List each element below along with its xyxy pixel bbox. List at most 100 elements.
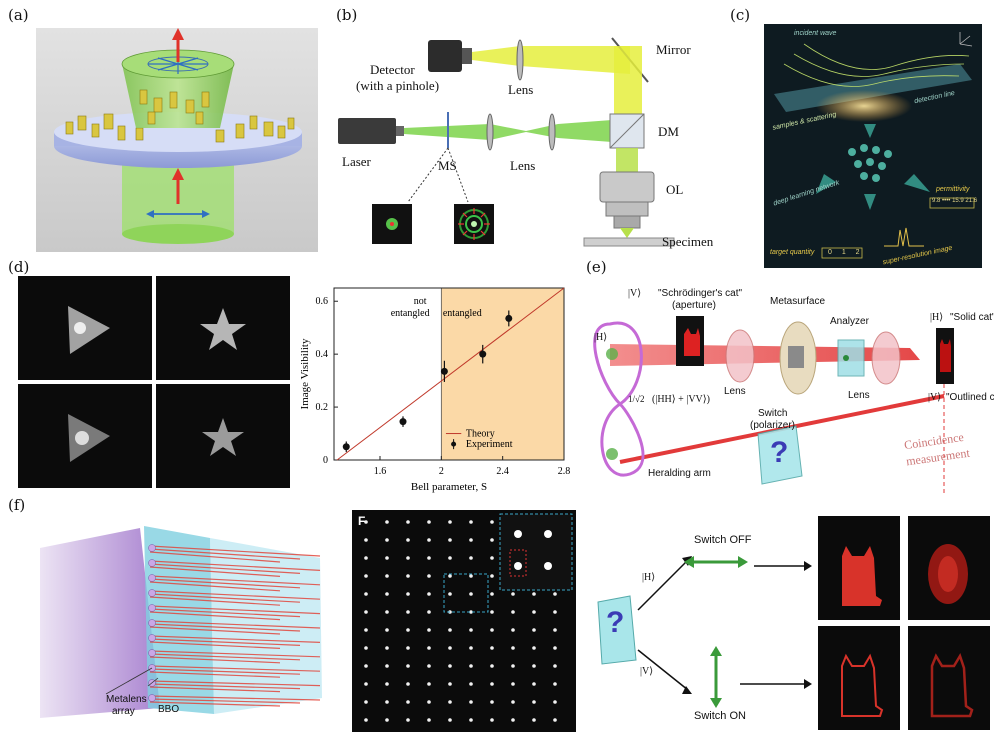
- photon-ray: [149, 575, 321, 586]
- spot: [553, 718, 557, 722]
- photon-ray: [149, 596, 281, 606]
- spot: [364, 718, 368, 722]
- panel-label-e: (e): [586, 258, 607, 276]
- spot: [553, 700, 557, 704]
- metalens-element: [148, 574, 156, 582]
- spot: [532, 592, 536, 596]
- spot: [448, 646, 452, 650]
- not-label: not: [414, 296, 427, 307]
- bbo-label: BBO: [158, 704, 180, 715]
- x-tick-label: 2.8: [558, 466, 571, 477]
- inset-spot: [514, 562, 522, 570]
- spot: [385, 628, 389, 632]
- spot: [469, 574, 473, 578]
- spot: [385, 538, 389, 542]
- spot: [364, 682, 368, 686]
- panel-e-graphic: [593, 316, 954, 496]
- metalens-element: [148, 619, 156, 627]
- metalens-element: [148, 559, 156, 567]
- spot: [385, 646, 389, 650]
- experiment-point: [342, 443, 350, 451]
- spot: [511, 592, 515, 596]
- spot: [448, 664, 452, 668]
- panel-f-letter: F: [358, 514, 366, 528]
- metalens-element: [148, 634, 156, 642]
- photon-ray: [149, 620, 321, 629]
- spot: [532, 610, 536, 614]
- panel-label-b: (b): [336, 6, 358, 24]
- spot: [469, 592, 473, 596]
- spot: [490, 556, 494, 560]
- photon-ray: [149, 701, 281, 707]
- spot: [364, 700, 368, 704]
- spot: [448, 682, 452, 686]
- spot: [448, 556, 452, 560]
- entangled-region: [441, 288, 564, 460]
- ms-label: MS: [438, 158, 457, 173]
- inset-spot: [514, 530, 522, 538]
- spot: [385, 592, 389, 596]
- lens-1-label: Lens: [724, 386, 746, 397]
- spot: [490, 520, 494, 524]
- spot: [427, 556, 431, 560]
- legend-theory-label: Theory: [466, 429, 495, 440]
- spot: [406, 646, 410, 650]
- spot: [490, 538, 494, 542]
- star-image-bottom: [156, 384, 290, 488]
- photon-ray: [149, 656, 281, 664]
- experiment-point: [440, 367, 448, 375]
- panel-label-d: (d): [8, 258, 30, 276]
- panel-a-graphic: [36, 28, 318, 252]
- triangle-image: [18, 276, 152, 380]
- photon-ray: [149, 566, 281, 577]
- photon-ray: [149, 686, 281, 693]
- spot: [490, 592, 494, 596]
- photon-ray: [149, 611, 281, 621]
- spot: [532, 700, 536, 704]
- panel-f-spot-image: F: [352, 510, 576, 732]
- question-mark-e: ?: [770, 436, 789, 469]
- not-entangled-label: entangled: [391, 308, 430, 319]
- panel-b-graphic: [338, 37, 675, 247]
- spot: [448, 592, 452, 596]
- highlight-box: [509, 549, 527, 577]
- spot: [364, 556, 368, 560]
- lens-top-label: Lens: [508, 82, 534, 97]
- heralding-arm-label: Heralding arm: [648, 468, 711, 479]
- detector-sub-label: (with a pinhole): [356, 78, 440, 93]
- photon-ray: [149, 563, 301, 574]
- panel-d-image-grid: [18, 276, 290, 488]
- y-tick-label: 0.6: [316, 296, 329, 307]
- panel-e-schrodinger-cat-setup: "Schrödinger's cat" (aperture) Metasurfa…: [590, 284, 994, 496]
- spot: [511, 718, 515, 722]
- photon-ray: [149, 683, 301, 690]
- spot: [427, 592, 431, 596]
- spot: [385, 664, 389, 668]
- spot: [427, 646, 431, 650]
- experiment-point: [399, 418, 407, 426]
- spot: [406, 538, 410, 542]
- photon-ray: [149, 581, 281, 592]
- spot: [406, 520, 410, 524]
- metalens-element: [148, 604, 156, 612]
- spot: [364, 646, 368, 650]
- photon-ray: [149, 593, 301, 603]
- spot: [469, 646, 473, 650]
- spot: [532, 628, 536, 632]
- panel-a-metasurface-illustration: [36, 28, 318, 252]
- photon-ray: [149, 590, 321, 600]
- ket-v-right-label: |V⟩: [928, 392, 942, 403]
- photon-ray: [149, 560, 321, 571]
- spot: [406, 682, 410, 686]
- spot: [385, 556, 389, 560]
- spot: [406, 592, 410, 596]
- spot: [427, 682, 431, 686]
- spot: [511, 682, 515, 686]
- y-tick-label: 0.2: [316, 402, 329, 413]
- spot: [490, 628, 494, 632]
- spot: [532, 646, 536, 650]
- spot: [469, 628, 473, 632]
- spot: [469, 664, 473, 668]
- triangle-image-2: [18, 384, 152, 488]
- question-mark-switch: ?: [606, 606, 625, 639]
